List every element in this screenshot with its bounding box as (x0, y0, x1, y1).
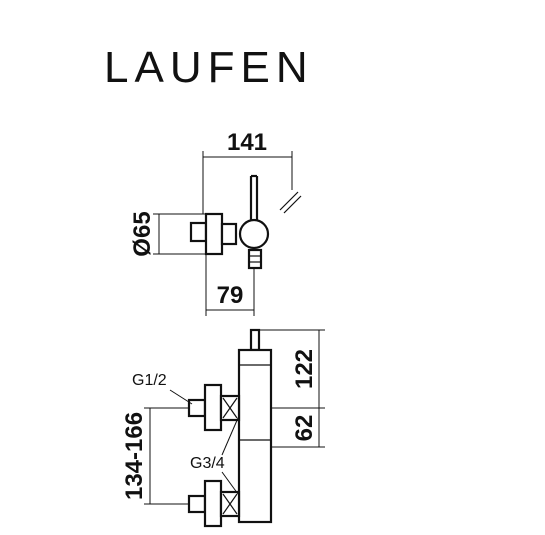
inlet-nipple (189, 221, 208, 243)
depth-dimension-label: 79 (217, 282, 244, 309)
outlet-thread-label: G3/4 (190, 455, 225, 472)
spout-line-b (283, 195, 302, 214)
inlet-leader (169, 389, 193, 405)
top-view: 141 Ø65 79 (129, 129, 302, 316)
housing-neck (220, 222, 238, 246)
housing-end (204, 212, 224, 256)
upper-inlet-nipple (187, 398, 207, 418)
diameter-dimension-label: Ø65 (129, 211, 156, 256)
height-mid-label: 62 (291, 415, 318, 442)
front-view: G1/2 G3/4 134-166 122 62 (121, 328, 325, 528)
brand-name: LAUFEN (104, 43, 314, 92)
spout-line-a (279, 191, 299, 211)
front-lever-stub (249, 328, 261, 352)
width-dimension-label: 141 (227, 129, 267, 156)
centers-dimension-label: 134-166 (121, 412, 148, 500)
height-top-label: 122 (291, 349, 318, 389)
upper-inlet-nut (203, 383, 223, 432)
inlet-thread-label: G1/2 (132, 372, 167, 389)
control-knob (238, 218, 270, 250)
thermostat-body (237, 348, 273, 524)
laufen-logo: LAUFEN (104, 43, 314, 92)
lower-connector-cross-b (222, 493, 238, 515)
outlet-connector (247, 248, 263, 270)
upper-connector-cross-b (222, 397, 238, 419)
lower-inlet-nipple (187, 494, 207, 514)
lower-inlet-nut (203, 479, 223, 528)
outlet-leader-up (221, 417, 239, 456)
outlet-leader-down (221, 471, 239, 495)
